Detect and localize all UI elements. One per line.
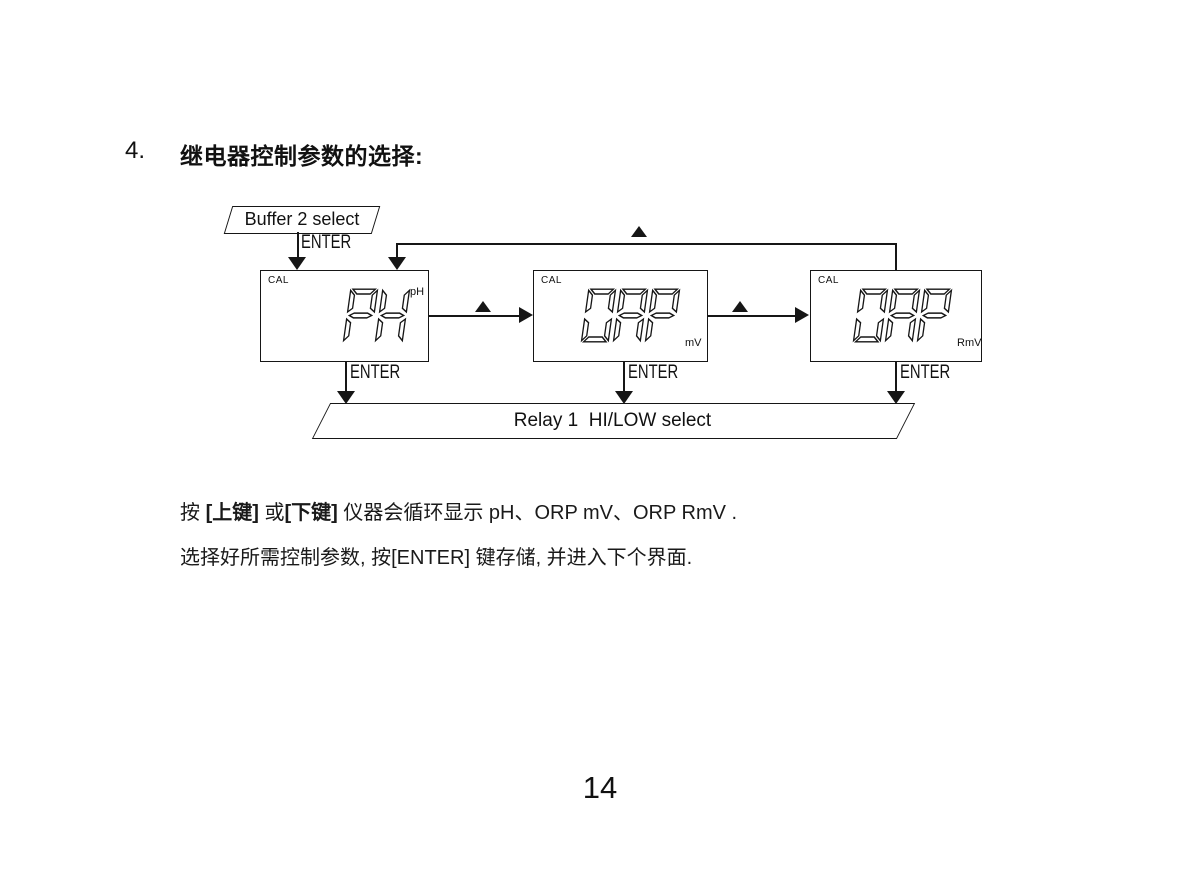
down-arrow xyxy=(615,391,633,404)
up-arrow xyxy=(475,301,491,312)
connector-line xyxy=(297,232,299,259)
connector-line xyxy=(708,315,795,317)
lcd-display-ph: CAL pH xyxy=(260,270,429,362)
up-arrow xyxy=(631,226,647,237)
unit-label-ph: pH xyxy=(410,286,425,298)
section-heading: 4. 继电器控制参数的选择: xyxy=(125,137,423,171)
body-text: 选择好所需控制参数, 按[ENTER] 键存储, 并进入下个界面. xyxy=(180,547,693,569)
buffer-select-label: Buffer 2 select xyxy=(244,209,360,229)
body-text: 按 xyxy=(180,502,206,524)
lcd-display-orp-rmv: CAL RmV xyxy=(810,270,982,362)
down-arrow xyxy=(388,257,406,270)
unit-label-mv: mV xyxy=(685,337,702,349)
seven-segment-digits xyxy=(342,288,411,343)
body-text: 仪器会循环显示 pH、ORP mV、ORP RmV . xyxy=(337,502,738,524)
loop-line-right xyxy=(895,243,897,270)
right-arrow xyxy=(795,307,809,323)
enter-label-3: ENTER xyxy=(900,362,951,383)
lcd-display-orp-mv: CAL mV xyxy=(533,270,708,362)
connector-line xyxy=(895,362,897,392)
cal-indicator: CAL xyxy=(818,275,839,286)
body-line-2: 选择好所需控制参数, 按[ENTER] 键存储, 并进入下个界面. xyxy=(180,544,692,572)
section-number: 4. xyxy=(125,137,146,164)
down-arrow xyxy=(288,257,306,270)
page-number: 14 xyxy=(582,770,618,805)
key-up-label: [上键] xyxy=(205,502,259,524)
up-arrow xyxy=(732,301,748,312)
enter-label-top: ENTER xyxy=(301,232,352,253)
connector-line xyxy=(429,315,519,317)
connector-line xyxy=(623,362,625,392)
unit-label-rmv: RmV xyxy=(957,337,982,349)
enter-label-2: ENTER xyxy=(628,362,679,383)
seven-segment-digits xyxy=(852,288,953,343)
section-title: 继电器控制参数的选择: xyxy=(180,143,424,169)
down-arrow xyxy=(887,391,905,404)
connector-line xyxy=(345,362,347,392)
enter-label-1: ENTER xyxy=(350,362,401,383)
right-arrow xyxy=(519,307,533,323)
key-down-label: [下键] xyxy=(284,502,338,524)
cal-indicator: CAL xyxy=(541,275,562,286)
body-text: 或 xyxy=(258,502,285,524)
loop-line-horizontal xyxy=(396,243,896,245)
seven-segment-digits xyxy=(580,288,681,343)
body-line-1: 按 [上键] 或[下键] 仪器会循环显示 pH、ORP mV、ORP RmV . xyxy=(180,499,737,527)
cal-indicator: CAL xyxy=(268,275,289,286)
relay-select-label: Relay 1 HI/LOW select xyxy=(513,410,712,431)
loop-line-left xyxy=(396,243,398,259)
down-arrow xyxy=(337,391,355,404)
